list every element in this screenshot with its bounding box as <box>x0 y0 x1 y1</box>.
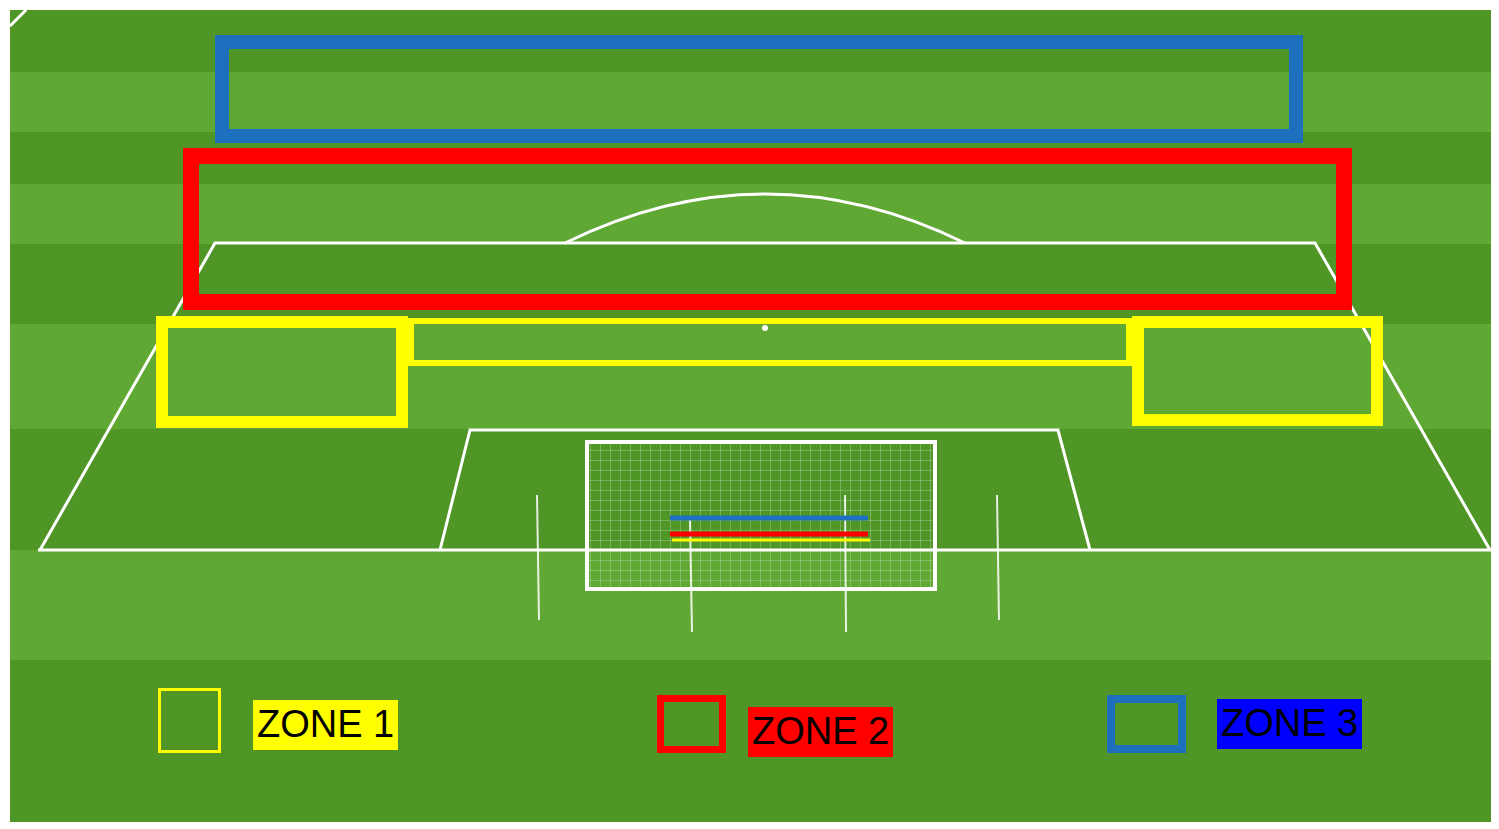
goal-frame <box>587 442 935 589</box>
legend-label: ZONE 1 <box>253 700 398 750</box>
legend-label: ZONE 3 <box>1217 699 1362 749</box>
zone-2-mark <box>670 532 868 537</box>
zone-2-area <box>191 156 1344 302</box>
grass <box>10 10 1491 822</box>
zone-1-area <box>411 321 1129 363</box>
legend-swatch <box>1107 695 1186 753</box>
legend-swatch <box>657 695 726 753</box>
legend-label: ZONE 2 <box>748 707 893 757</box>
penalty-arc <box>565 194 965 243</box>
net-supports <box>537 495 999 632</box>
goal <box>537 442 999 632</box>
zone-3-area <box>222 42 1296 136</box>
zone-1-area <box>162 322 402 422</box>
zone-1-mark <box>672 539 870 542</box>
penalty-spot <box>762 325 768 331</box>
zone-3-mark <box>670 516 868 521</box>
legend-swatch <box>158 688 221 753</box>
zone-outlines <box>162 42 1377 422</box>
corner-mark <box>10 10 26 26</box>
goal-zone-marks <box>670 518 870 540</box>
zone-1-area <box>1138 322 1377 420</box>
goal-net <box>587 442 935 589</box>
